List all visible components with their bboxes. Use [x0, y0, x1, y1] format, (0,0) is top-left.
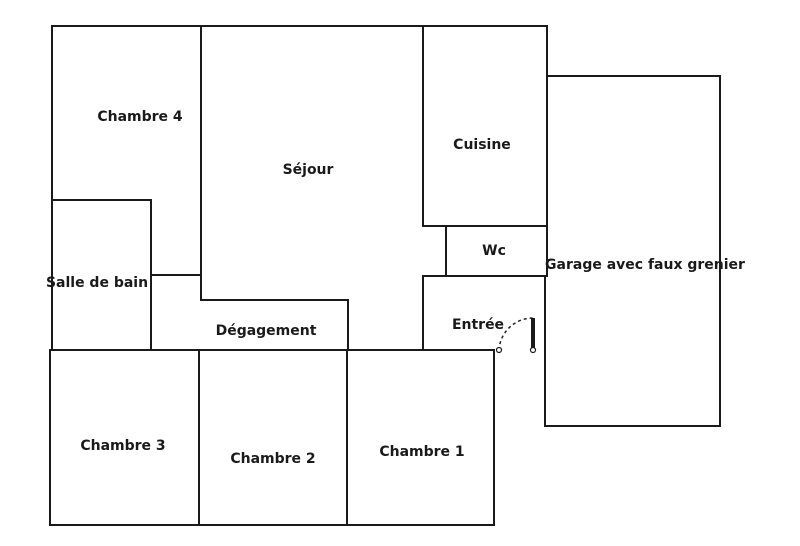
label-entree: Entrée — [452, 317, 504, 333]
label-sejour: Séjour — [283, 162, 334, 178]
label-garage: Garage avec faux grenier — [545, 257, 745, 273]
label-wc: Wc — [482, 243, 506, 259]
label-chambre-3: Chambre 3 — [80, 438, 165, 454]
outer-walls — [49, 25, 548, 526]
label-degagement: Dégagement — [216, 323, 317, 339]
door-hinge-left — [495, 346, 503, 354]
room-labels: Chambre 4 Séjour Cuisine Wc Salle de bai… — [46, 109, 745, 467]
label-cuisine: Cuisine — [453, 137, 511, 153]
door-swing-arc — [498, 317, 534, 351]
interior-walls — [49, 25, 548, 526]
label-chambre-1: Chambre 1 — [379, 444, 464, 460]
label-chambre-2: Chambre 2 — [230, 451, 315, 467]
door-hinge-right — [529, 346, 537, 354]
label-chambre-4: Chambre 4 — [97, 109, 183, 125]
garage-walls — [544, 75, 721, 427]
entrance-door — [495, 317, 537, 354]
label-salle-de-bain: Salle de bain — [46, 275, 148, 291]
